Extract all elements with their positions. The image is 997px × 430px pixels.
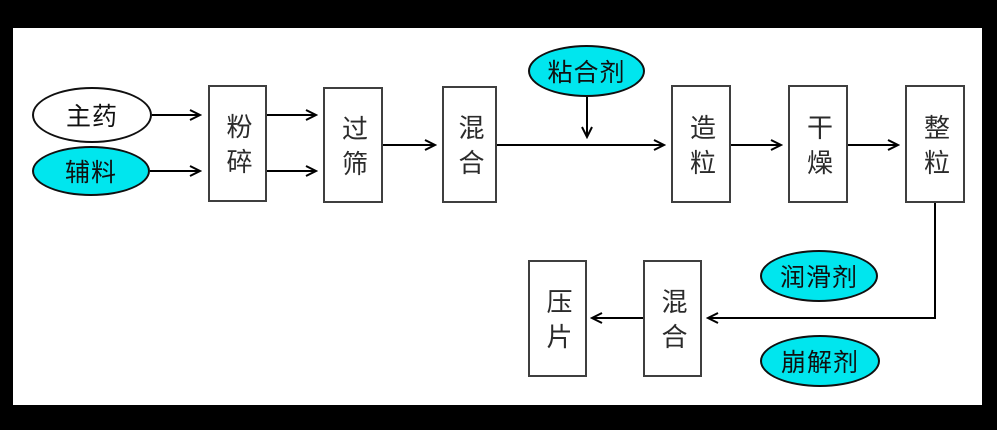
- node-excipient: 辅料: [32, 146, 150, 196]
- node-binder-label: 粘合剂: [547, 60, 626, 87]
- node-tablet-press: 压片: [528, 260, 587, 377]
- node-granulate: 造粒: [671, 85, 731, 203]
- node-main-drug-label: 主药: [65, 104, 118, 131]
- node-binder: 粘合剂: [528, 45, 645, 97]
- node-dry: 干燥: [788, 85, 848, 203]
- node-granulate-label: 造粒: [686, 113, 716, 184]
- node-dry-label: 干燥: [803, 113, 833, 184]
- node-mix-1: 混合: [442, 86, 497, 203]
- node-size-granules-label: 整粒: [920, 113, 950, 184]
- node-crush: 粉碎: [208, 85, 267, 202]
- node-lubricant: 润滑剂: [760, 250, 878, 302]
- node-mix-2: 混合: [643, 260, 702, 377]
- node-mix-1-label: 混合: [455, 114, 484, 184]
- node-disintegrant: 崩解剂: [760, 335, 880, 387]
- node-sieve-label: 过筛: [338, 114, 368, 185]
- node-size-granules: 整粒: [905, 85, 965, 203]
- arrow-size-to-mix2: [708, 203, 936, 318]
- node-excipient-label: 辅料: [64, 160, 117, 187]
- node-mix-2-label: 混合: [658, 288, 687, 358]
- node-main-drug: 主药: [32, 87, 152, 143]
- node-disintegrant-label: 崩解剂: [780, 350, 859, 377]
- node-tablet-press-label: 压片: [543, 288, 572, 358]
- node-sieve: 过筛: [323, 87, 383, 203]
- node-lubricant-label: 润滑剂: [779, 265, 858, 292]
- node-crush-label: 粉碎: [223, 113, 252, 183]
